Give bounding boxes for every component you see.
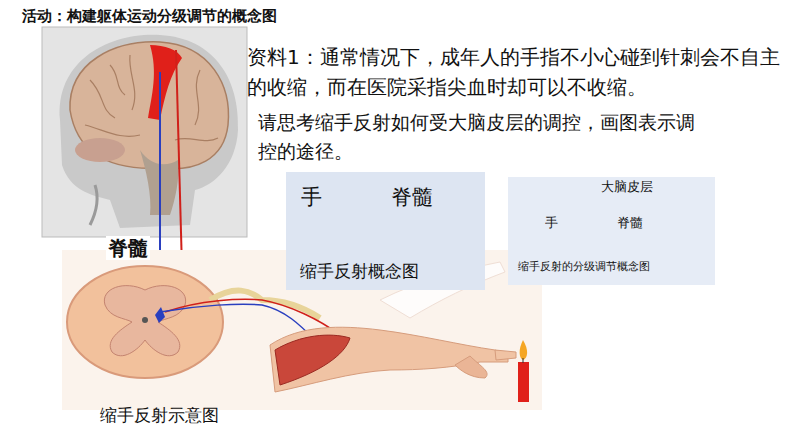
concept-panel: 缩手反射概念图手 脊髓 (286, 172, 485, 290)
concept-node: 脊髓 (616, 215, 644, 231)
node-label: 手 (300, 184, 323, 210)
concept-node: 大脑皮层 (600, 179, 654, 195)
concept-node: 脊髓 (390, 184, 434, 210)
brain-picture (42, 27, 247, 237)
candle (518, 340, 529, 402)
panel-caption: 缩手反射概念图 (300, 260, 419, 283)
question-text: 请思考缩手反射如何受大脑皮层的调控，画图表示调控的途径。 (258, 108, 698, 167)
node-label: 脊髓 (616, 215, 644, 231)
panel-caption: 缩手反射的分级调节概念图 (518, 259, 650, 274)
concept-panel: 缩手反射的分级调节概念图 大脑皮层手 脊髓 (508, 177, 715, 285)
concept-node: 手 (300, 184, 323, 210)
part-label: 脊髓 (106, 236, 150, 260)
node-label: 手 (544, 215, 559, 231)
figure-caption: 缩手反射示意图 (100, 404, 219, 426)
slide-title: 活动：构建躯体运动分级调节的概念图 (22, 6, 277, 27)
node-label: 脊髓 (390, 184, 434, 210)
material-text: 资料1：通常情况下，成年人的手指不小心碰到针刺会不自主的收缩，而在医院采指尖血时… (247, 42, 782, 102)
spinal-cord-section (67, 266, 223, 378)
node-label: 大脑皮层 (600, 179, 654, 195)
concept-node: 手 (544, 215, 559, 231)
